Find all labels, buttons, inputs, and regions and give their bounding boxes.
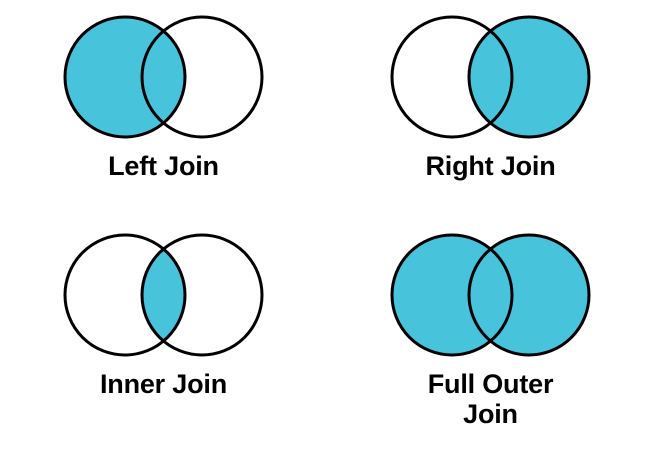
diagram-cell-left-join: Left Join xyxy=(0,0,327,218)
diagram-label-full-outer-join: Full Outer Join xyxy=(427,369,554,430)
diagram-label-left-join: Left Join xyxy=(108,151,219,181)
right-circle-outline xyxy=(467,15,590,139)
intersection-fill xyxy=(141,17,185,137)
venn-full-outer-join xyxy=(390,233,590,357)
diagram-cell-full-outer-join: Full Outer Join xyxy=(327,218,654,474)
diagram-cell-right-join: Right Join xyxy=(327,0,654,218)
intersection-fill xyxy=(468,17,512,137)
venn-inner-join xyxy=(63,233,263,357)
right-circle-outline xyxy=(140,15,263,139)
intersection-fill xyxy=(141,235,185,355)
left-circle-outline xyxy=(63,15,186,139)
diagram-label-inner-join: Inner Join xyxy=(99,369,227,399)
diagram-label-right-join: Right Join xyxy=(425,151,556,181)
intersection-fill xyxy=(468,235,512,355)
left-circle-outline xyxy=(63,233,186,357)
right-circle-outline xyxy=(467,233,590,357)
left-circle-outline xyxy=(390,233,513,357)
venn-right-join xyxy=(390,15,590,139)
diagram-cell-inner-join: Inner Join xyxy=(0,218,327,474)
right-circle-outline xyxy=(140,233,263,357)
left-circle-outline xyxy=(390,15,513,139)
venn-left-join xyxy=(63,15,263,139)
